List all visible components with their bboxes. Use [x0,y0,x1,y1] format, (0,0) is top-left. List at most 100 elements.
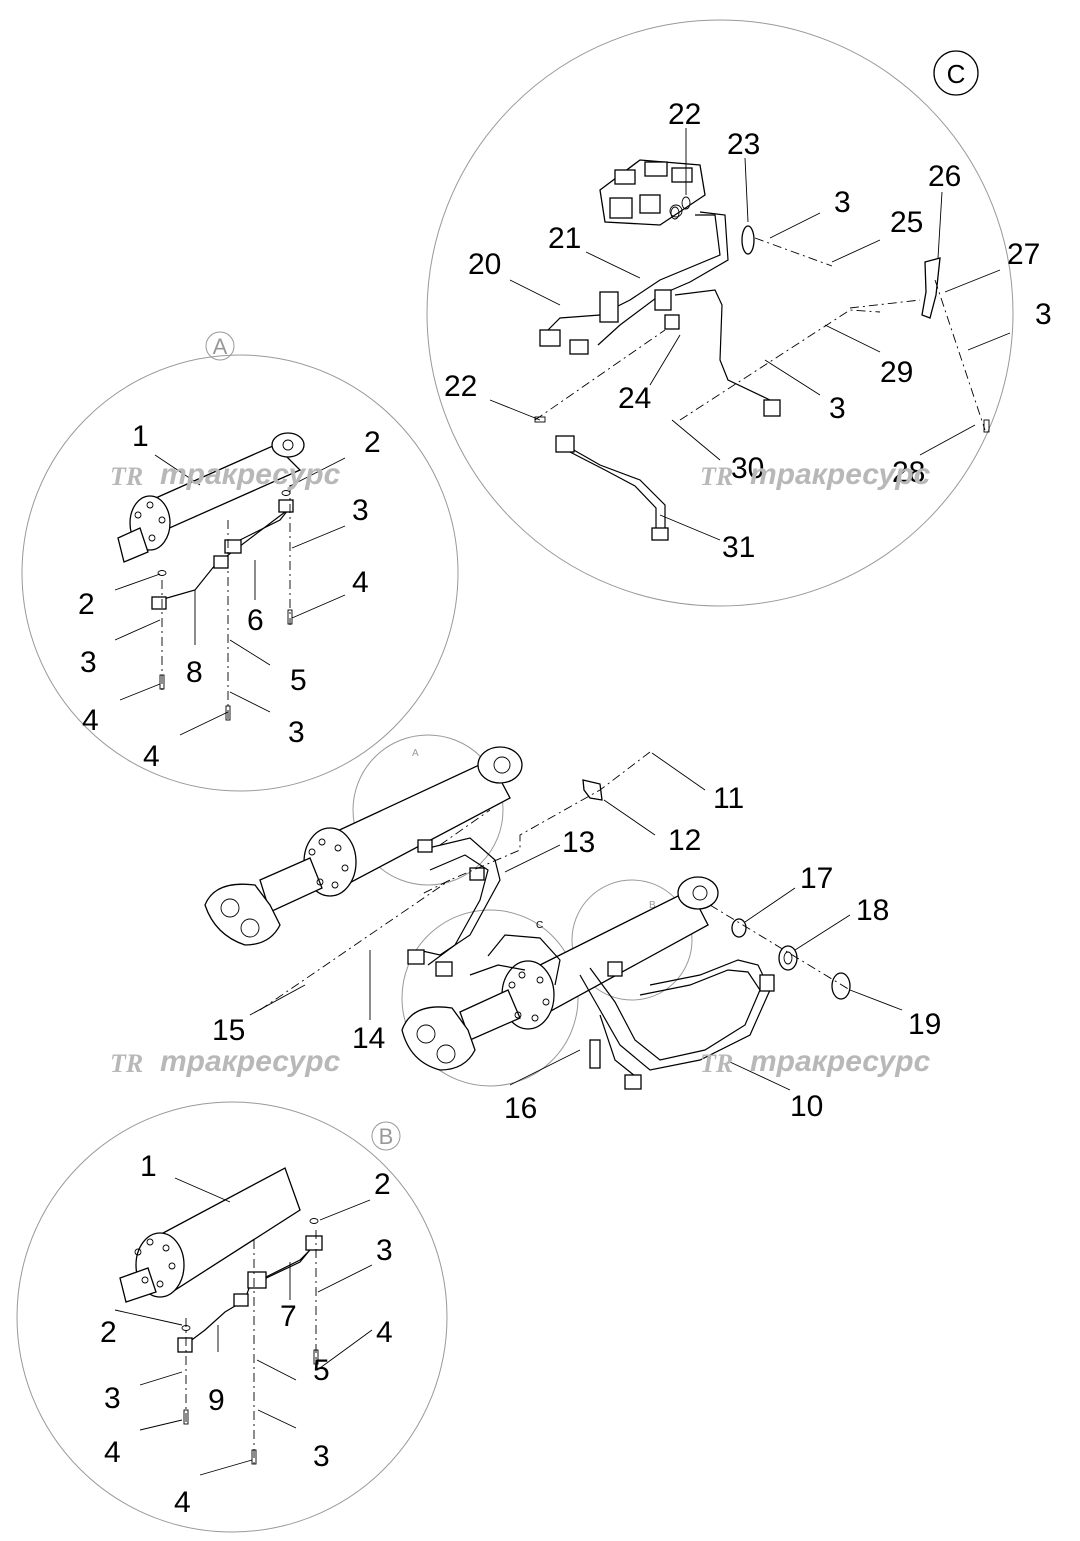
axis-line [679,309,881,421]
detail-a-ring [352,734,504,886]
fitting [435,961,453,977]
tag-c-small: C [536,920,543,931]
seal-18 [778,945,798,971]
label-22: 22 [668,98,701,131]
label-9: 9 [208,1384,225,1417]
label-4: 4 [82,704,99,737]
pipe-31 [564,444,666,530]
watermark-logo: TR [700,462,733,491]
o-ring-19 [831,972,851,1000]
label-8: 8 [186,656,203,689]
label-4: 4 [174,1486,191,1519]
fitting [651,527,669,541]
valve-block [599,159,706,226]
clamp [305,1235,323,1251]
label-7: 7 [280,1300,297,1333]
detail-c-ring [401,909,579,1087]
cylinder-upper [204,746,523,946]
label-19: 19 [908,1008,941,1041]
detail-b-tag: B [379,1124,394,1149]
label-3: 3 [376,1234,393,1267]
watermark-4: TR тракресурс [700,1045,931,1078]
axis-line [419,751,651,896]
label-28: 28 [892,456,925,489]
flange-23 [741,225,755,255]
watermark-logo: TR [700,1049,733,1078]
label-3: 3 [1035,298,1052,331]
label-15: 15 [212,1014,245,1047]
detail-b-tag-circle [371,1121,401,1151]
fitting [469,867,485,881]
fitting [607,961,623,977]
label-23: 23 [727,128,760,161]
clamp [247,1271,267,1289]
main-assembly: A C B [204,734,941,1125]
fitting [417,839,433,853]
label-16: 16 [504,1092,537,1125]
detail-c-tag: C [947,59,966,89]
detail-a-circle [21,354,459,792]
label-4: 4 [376,1316,393,1349]
axis-line [534,329,666,421]
label-3: 3 [80,646,97,679]
detail-b-ring [571,879,693,1001]
fitting [407,949,425,965]
tag-b-small: B [649,900,656,911]
label-14: 14 [352,1022,385,1055]
label-5: 5 [313,1354,330,1387]
watermark-logo: TR [110,1049,143,1078]
label-12: 12 [668,824,701,857]
fitting [759,974,775,992]
label-27: 27 [1007,238,1040,271]
label-31: 31 [722,531,755,564]
bracket-16 [589,1039,601,1069]
fitting [569,339,589,355]
label-3: 3 [288,716,305,749]
label-2: 2 [364,426,381,459]
watermark-text: тракресурс [160,458,341,491]
label-21: 21 [548,222,581,255]
axis-line [849,299,921,309]
clamp [555,435,575,453]
detail-c-tag-circle [933,50,979,96]
tag-a-small: A [412,748,419,759]
axis-line [754,237,833,267]
clamp [278,499,294,513]
bracket-26 [921,257,941,319]
label-11: 11 [713,782,744,815]
o-ring-17 [731,918,747,938]
fitting [539,329,561,347]
fitting [654,289,672,311]
detail-c: C [426,19,1052,607]
fitting [624,1074,642,1090]
label-17: 17 [800,862,833,895]
cylinder-lower [401,876,719,1071]
clamp [177,1337,193,1353]
label-4: 4 [143,740,160,773]
label-3: 3 [829,392,846,425]
label-3: 3 [313,1440,330,1473]
label-18: 18 [856,894,889,927]
label-2: 2 [78,588,95,621]
detail-a-tag-circle [205,331,235,361]
detail-a: A 1 2 3 4 2 6 3 [21,331,459,792]
label-5: 5 [290,664,307,697]
cylinder-b [119,1167,301,1303]
label-3: 3 [834,186,851,219]
label-30: 30 [731,452,764,485]
watermark-3: TR тракресурс [110,1045,341,1078]
label-20: 20 [468,248,501,281]
pipe-21 [547,214,721,331]
hose-10 [579,959,771,1071]
label-2: 2 [100,1316,117,1349]
fitting [763,399,781,417]
clamp [151,596,167,610]
watermark-text: тракресурс [160,1045,341,1078]
fitting [664,314,680,330]
label-24: 24 [618,382,651,415]
clamp [233,1293,249,1307]
detail-b: B 1 2 3 2 7 4 3 9 5 4 3 [16,1101,448,1533]
detail-c-circle [426,19,1014,607]
label-4: 4 [104,1436,121,1469]
